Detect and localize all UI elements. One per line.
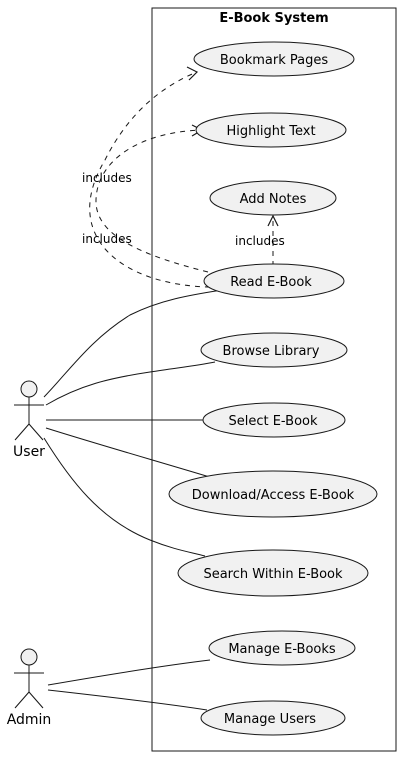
- include-read-highlight: [95, 129, 209, 273]
- include-label-highlight: includes: [82, 232, 132, 246]
- use-case-download-label: Download/Access E-Book: [192, 488, 355, 503]
- use-case-search-ellipse: [177, 549, 369, 597]
- assoc-user-read: [43, 289, 223, 398]
- system-boundary: E-Book System: [151, 7, 397, 752]
- system-boundary-box: [151, 7, 397, 752]
- assoc-user-browse: [45, 361, 216, 406]
- use-case-bookmark-label: Bookmark Pages: [220, 53, 328, 68]
- use-case-search: Search Within E-Book: [177, 549, 369, 597]
- use-case-browse: Browse Library: [200, 332, 348, 368]
- use-case-notes-label: Add Notes: [240, 192, 307, 207]
- use-case-manage-users-ellipse: [200, 700, 346, 736]
- use-case-bookmark-ellipse: [193, 41, 355, 77]
- assoc-admin-manage-users: [47, 689, 208, 711]
- use-case-bookmark: Bookmark Pages: [193, 41, 355, 77]
- use-case-manage-users-label: Manage Users: [224, 712, 316, 727]
- use-case-select-label: Select E-Book: [228, 414, 318, 429]
- use-case-highlight: Highlight Text: [195, 112, 347, 148]
- actor-admin-icon: [14, 648, 44, 709]
- use-case-select-ellipse: [202, 402, 346, 438]
- use-case-manage-books: Manage E-Books: [208, 630, 356, 666]
- system-title: E-Book System: [219, 11, 328, 26]
- use-case-manage-books-ellipse: [208, 630, 356, 666]
- use-case-download: Download/Access E-Book: [168, 470, 378, 518]
- actor-user-label: User: [13, 444, 45, 460]
- actor-admin: Admin: [7, 648, 52, 728]
- use-case-browse-ellipse: [200, 332, 348, 368]
- use-case-manage-books-label: Manage E-Books: [228, 642, 336, 657]
- actor-admin-label: Admin: [7, 712, 52, 728]
- use-case-notes: Add Notes: [209, 180, 337, 216]
- use-case-select: Select E-Book: [202, 402, 346, 438]
- use-case-search-label: Search Within E-Book: [203, 567, 343, 582]
- include-labels: includes includes includes: [82, 171, 285, 248]
- use-case-browse-label: Browse Library: [223, 344, 320, 359]
- use-case-notes-ellipse: [209, 180, 337, 216]
- relationship-lines: [43, 66, 279, 711]
- include-read-bookmark: [89, 71, 211, 288]
- assoc-admin-manage-books: [47, 659, 211, 686]
- use-case-read-ellipse: [203, 263, 345, 299]
- use-case-download-ellipse: [168, 470, 378, 518]
- assoc-user-download: [45, 427, 214, 479]
- actor-user: User: [13, 380, 45, 460]
- actor-user-icon: [14, 380, 44, 441]
- use-case-highlight-ellipse: [195, 112, 347, 148]
- include-label-bookmark: includes: [82, 171, 132, 185]
- use-case-read-label: Read E-Book: [230, 275, 312, 290]
- use-case-highlight-label: Highlight Text: [226, 124, 315, 139]
- include-read-bookmark-arrow: [186, 66, 199, 81]
- include-label-notes: includes: [235, 234, 285, 248]
- include-read-notes-arrow: [267, 214, 279, 227]
- assoc-user-search: [43, 437, 206, 557]
- use-case-read: Read E-Book: [203, 263, 345, 299]
- use-case-manage-users: Manage Users: [200, 700, 346, 736]
